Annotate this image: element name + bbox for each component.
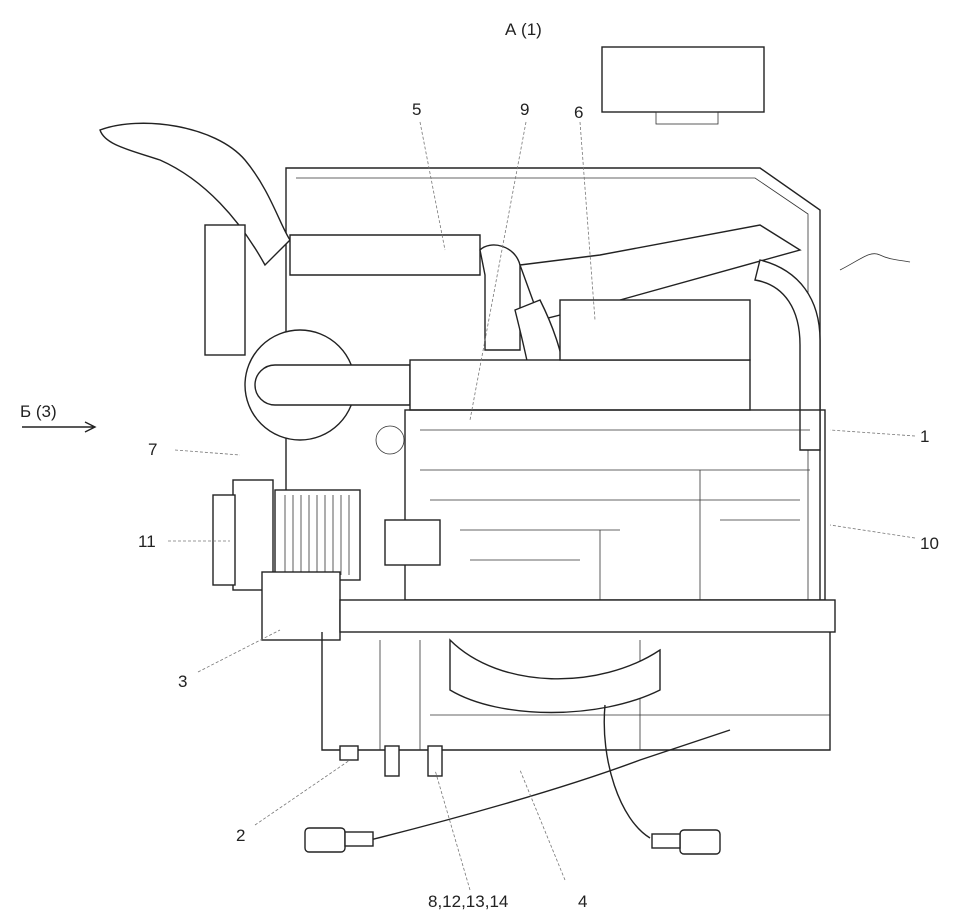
callout-1: 1 xyxy=(920,427,930,446)
view-arrow-b xyxy=(22,421,97,433)
engine-block xyxy=(404,409,826,601)
callout-8-12-13-14: 8,12,13,14 xyxy=(428,892,509,911)
top-unit xyxy=(601,46,765,113)
intake-pipe xyxy=(289,234,481,276)
leader-8 xyxy=(434,769,471,891)
leader-10 xyxy=(829,524,916,539)
callout-2: 2 xyxy=(236,826,246,845)
cable-left xyxy=(369,729,731,841)
callout-5: 5 xyxy=(412,100,422,119)
leader-3 xyxy=(197,629,281,673)
leader-7 xyxy=(174,449,241,456)
callout-11: 11 xyxy=(138,532,156,551)
intake-manifold xyxy=(409,359,751,411)
leader-4 xyxy=(519,769,566,881)
cable-right xyxy=(603,704,651,839)
leader-2 xyxy=(254,759,351,826)
callout-4: 4 xyxy=(578,892,588,911)
callout-10: 10 xyxy=(920,534,939,553)
leader-5 xyxy=(419,121,446,251)
view-label-a: А (1) xyxy=(505,20,542,39)
callout-9: 9 xyxy=(520,100,530,119)
callout-7: 7 xyxy=(148,440,158,459)
leader-6 xyxy=(579,121,596,321)
callout-3: 3 xyxy=(178,672,188,691)
base-frame xyxy=(339,599,836,633)
leader-9 xyxy=(469,121,527,421)
exhaust-pipe xyxy=(99,122,291,267)
leader-1 xyxy=(829,429,916,437)
view-label-b: Б (3) xyxy=(20,402,57,421)
callout-6: 6 xyxy=(574,103,584,122)
